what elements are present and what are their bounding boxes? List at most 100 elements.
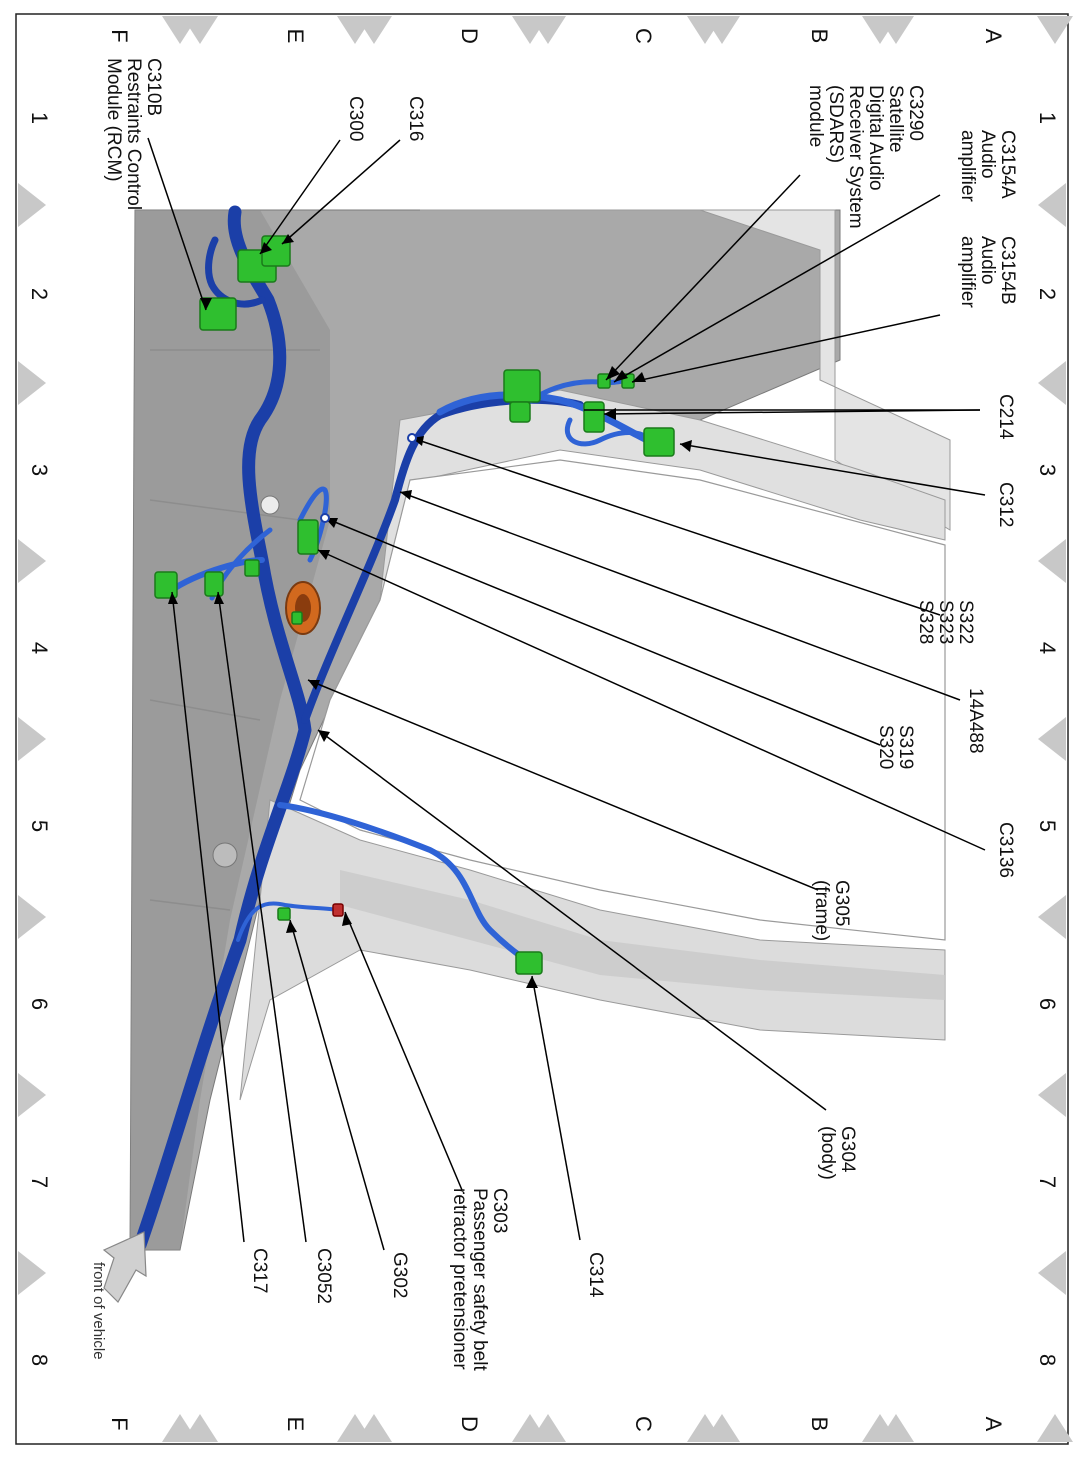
connector-c303 xyxy=(332,903,344,917)
sill-harness-branch xyxy=(277,802,531,965)
floor-hole xyxy=(260,495,280,515)
label-line: S323 xyxy=(935,600,956,644)
leader-c3290 xyxy=(605,174,801,381)
label-c303: C303 Passenger safety belt retractor pre… xyxy=(449,1188,510,1371)
label-line: (frame) xyxy=(811,880,832,941)
border-chevron-top xyxy=(687,16,723,44)
grid-column-label-1-right: 1 xyxy=(1035,112,1060,124)
connector-c310b xyxy=(199,297,237,331)
label-line: C3154A xyxy=(997,130,1018,199)
grid-column-label-8-right: 8 xyxy=(1035,1354,1060,1366)
label-line: retractor pretensioner xyxy=(449,1188,470,1370)
label-line: C3154B xyxy=(997,236,1018,305)
label-line: module xyxy=(805,85,826,147)
sill-detail xyxy=(340,870,945,1000)
connectors xyxy=(154,235,675,975)
label-line: (body) xyxy=(817,1126,838,1180)
grid-row-label-F-top: F xyxy=(107,29,132,42)
connector-c3154a xyxy=(597,373,611,389)
border-chevrons xyxy=(18,16,1073,1442)
border-chevron-bottom xyxy=(512,1414,548,1442)
grid-row-label-E-top: E xyxy=(283,29,308,44)
grid-column-label-2-left: 2 xyxy=(27,288,52,300)
label-c3154a: C3154A Audio amplifier xyxy=(957,130,1018,202)
border-chevron-top xyxy=(337,16,373,44)
label-line: C303 xyxy=(489,1188,510,1233)
border-chevron-top xyxy=(162,16,198,44)
grid-column-label-5-left: 5 xyxy=(27,820,52,832)
label-c316: C316 xyxy=(405,96,426,141)
connector-g305 xyxy=(291,611,303,625)
label-line: G302 xyxy=(389,1252,410,1298)
splice-s319 xyxy=(320,513,330,523)
label-line: amplifier xyxy=(957,236,978,308)
label-c3290: C3290 Satellite Digital Audio Receiver S… xyxy=(805,85,926,229)
grid-column-label-7-right: 7 xyxy=(1035,1176,1060,1188)
label-line: C3136 xyxy=(995,822,1016,878)
label-line: Module (RCM) xyxy=(103,58,124,182)
border-chevron-right xyxy=(1038,361,1066,405)
pretensioner-harness-branch xyxy=(236,901,340,942)
label-c3136: C3136 xyxy=(995,822,1016,878)
connector-g302 xyxy=(277,907,291,921)
label-line: amplifier xyxy=(957,130,978,202)
leader-c3052 xyxy=(217,591,307,1243)
grid-row-label-B-top: B xyxy=(807,29,832,44)
label-c3154b: C3154B Audio amplifier xyxy=(957,236,1018,308)
door-opening xyxy=(299,459,946,941)
connector-c314 xyxy=(515,951,543,975)
leader-c312 xyxy=(679,443,986,496)
grid-row-label-F-bottom: F xyxy=(107,1417,132,1430)
border-chevron-right xyxy=(1038,1073,1066,1117)
leader-c310b xyxy=(147,137,207,311)
grid-row-label-D-top: D xyxy=(457,28,482,44)
leader-c316 xyxy=(281,139,401,245)
label-line: C314 xyxy=(585,1252,606,1298)
leader-g304 xyxy=(317,729,827,1111)
label-line: C214 xyxy=(995,394,1016,440)
label-line: C300 xyxy=(345,96,366,141)
leader-lines xyxy=(147,137,986,1251)
grid-column-label-1-left: 1 xyxy=(27,112,52,124)
label-14a488: 14A488 xyxy=(965,688,986,754)
border-chevron-top xyxy=(512,16,548,44)
leader-g305 xyxy=(307,679,819,891)
grid-row-label-A-top: A xyxy=(981,29,1006,44)
splice-s322 xyxy=(407,433,417,443)
connector-c312 xyxy=(643,427,675,457)
label-line: 14A488 xyxy=(965,688,986,754)
grid-row-label-C-top: C xyxy=(631,28,656,44)
grid-column-label-4-left: 4 xyxy=(27,642,52,654)
label-line: Receiver System xyxy=(845,85,866,229)
label-g305: G305 (frame) xyxy=(811,880,852,941)
grid-row-label-B-bottom: B xyxy=(807,1417,832,1432)
leader-c314 xyxy=(531,975,581,1241)
splice-markers xyxy=(320,433,417,523)
connector-c317 xyxy=(154,571,178,599)
grid-column-label-8-left: 8 xyxy=(27,1354,52,1366)
label-line: C3290 xyxy=(905,85,926,141)
grid-column-label-6-right: 6 xyxy=(1035,998,1060,1010)
grid-row-label-C-bottom: C xyxy=(631,1416,656,1432)
leader-c3154b xyxy=(631,314,941,383)
leader-g302 xyxy=(289,919,385,1251)
grid-row-label-E-bottom: E xyxy=(283,1417,308,1432)
label-line: C310B xyxy=(143,58,164,116)
border-chevron-left xyxy=(18,361,46,405)
grid-column-label-2-right: 2 xyxy=(1035,288,1060,300)
border-chevron-top xyxy=(862,16,898,44)
label-g304: G304 (body) xyxy=(817,1126,858,1180)
label-g302: G302 xyxy=(389,1252,410,1298)
label-line: Passenger safety belt xyxy=(469,1188,490,1371)
grid-column-label-6-left: 6 xyxy=(27,998,52,1010)
main-harness-trunk xyxy=(133,205,312,1252)
leader-c3136 xyxy=(317,549,986,851)
label-c310b: C310B Restraints Control Module (RCM) xyxy=(103,58,164,210)
label-line: S320 xyxy=(875,725,896,769)
border-chevron-bottom xyxy=(687,1414,723,1442)
border-chevron-right xyxy=(1038,1251,1066,1295)
label-line: C312 xyxy=(995,482,1016,527)
